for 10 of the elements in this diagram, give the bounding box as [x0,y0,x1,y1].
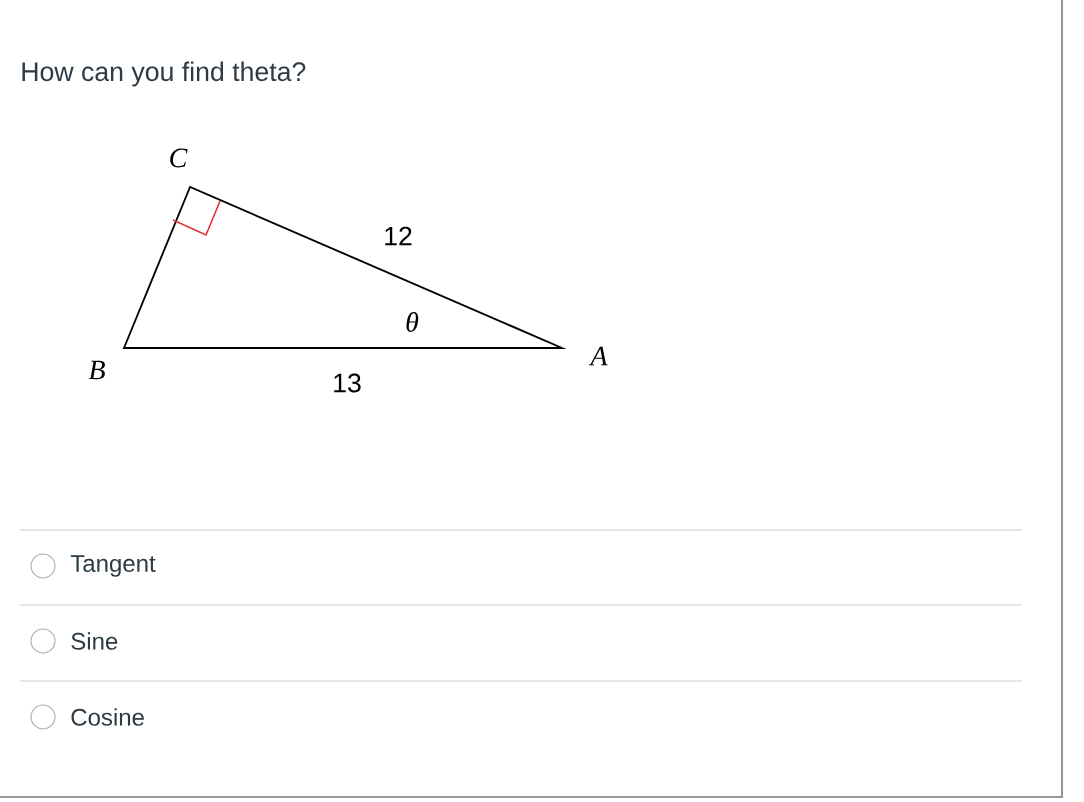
option-label: Cosine [71,708,144,726]
vertex-label: A [588,346,608,366]
vertex-label: C [170,148,188,168]
angle-label: θ [406,312,419,332]
side-length: 12 [385,226,412,246]
question-text: How can you find theta? [22,61,306,87]
option-label: Sine [71,632,118,650]
option-label: Tangent [70,555,156,577]
vertex-label: B [88,360,105,380]
side-length: 13 [334,373,361,393]
